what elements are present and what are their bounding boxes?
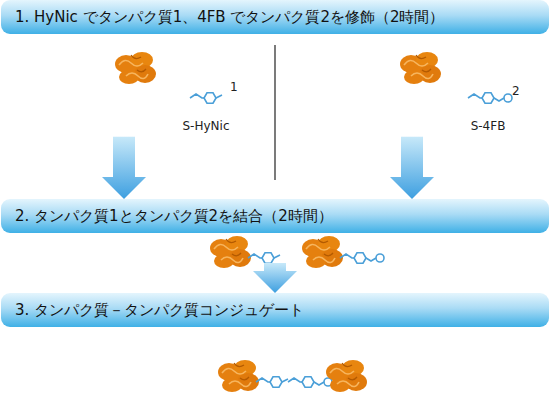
callout-number: 2 [512,84,520,98]
step-text: 3. タンパク質－タンパク質コンジュゲート [15,300,304,321]
protein-2-conjugated [326,360,367,392]
fb4-linker [288,377,332,387]
protein-2-modified [302,236,343,268]
flow-arrow [102,34,146,199]
hynic-linker [190,93,222,103]
step-text: 1. HyNic でタンパク質1、4FB でタンパク質2を修飾（2時間） [15,7,445,28]
flow-arrow [253,233,297,293]
callout-number: 1 [230,80,238,94]
reagent-name: S-4FB [471,119,506,133]
reagent-name: S-HyNic [183,119,230,133]
divider-line [274,45,275,180]
protein-1-conjugated [218,360,259,392]
fb4-linker [468,93,512,103]
hynic-linker [256,377,288,387]
step-banner: 2. タンパク質1とタンパク質2を結合（2時間） [1,199,549,233]
step-banner: 1. HyNic でタンパク質1、4FB でタンパク質2を修飾（2時間） [1,0,549,34]
step-banner: 3. タンパク質－タンパク質コンジュゲート [1,293,549,327]
flow-arrow [390,34,434,199]
protein-1-modified [210,236,251,268]
fb4-linker [340,253,384,263]
step-text: 2. タンパク質1とタンパク質2を結合（2時間） [15,206,333,227]
